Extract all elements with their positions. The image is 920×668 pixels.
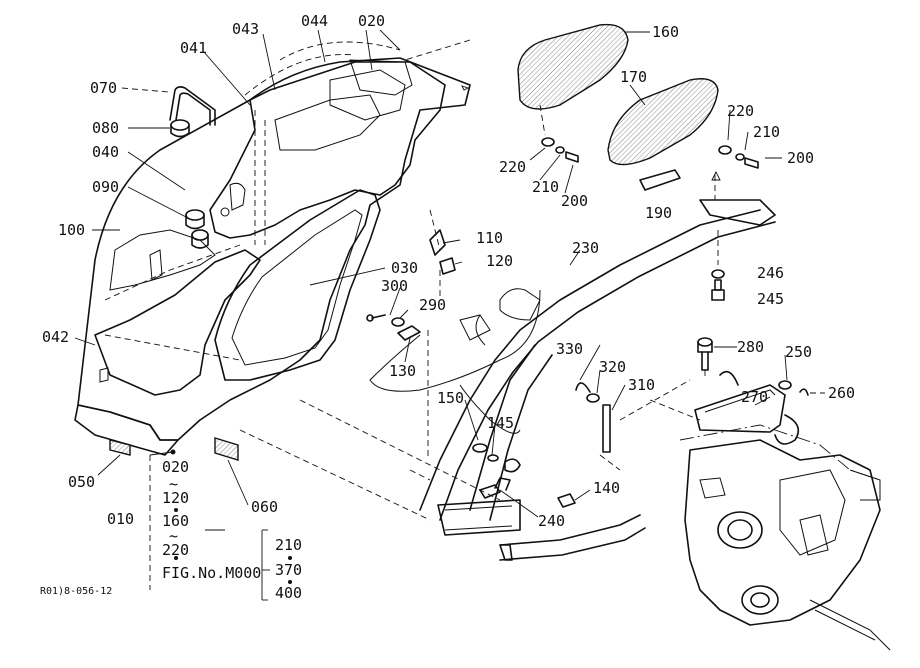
hitch-bracket	[694, 370, 809, 445]
assembly-range-tilde-2: ~	[169, 527, 178, 545]
assembly-range-end: 220	[162, 541, 189, 559]
seat-cushion	[607, 78, 719, 166]
label-041: 041	[180, 39, 207, 57]
lynch-pin-group	[575, 382, 611, 453]
label-030: 030	[391, 259, 418, 277]
label-220-left: 220	[499, 158, 526, 176]
grab-handle	[169, 86, 216, 126]
bushing-parts	[170, 119, 209, 249]
label-320: 320	[599, 358, 626, 376]
assembly-range-mid-2: 160	[162, 512, 189, 530]
label-270: 270	[741, 388, 768, 406]
label-230: 230	[572, 239, 599, 257]
seat-back-cushion	[517, 23, 629, 110]
label-200-left: 200	[561, 192, 588, 210]
label-100: 100	[58, 221, 85, 239]
label-070: 070	[90, 79, 117, 97]
cover-strips	[109, 437, 239, 461]
assembly-fig-ref: FIG.No.M000	[162, 564, 261, 582]
label-246: 246	[757, 264, 784, 282]
tractor-rear-frame	[679, 424, 891, 651]
label-150: 150	[437, 389, 464, 407]
label-240: 240	[538, 512, 565, 530]
label-010: 010	[107, 510, 134, 528]
label-210-right: 210	[753, 123, 780, 141]
label-220-right: 220	[727, 102, 754, 120]
label-250: 250	[785, 343, 812, 361]
roll-frame	[419, 199, 776, 561]
label-060: 060	[251, 498, 278, 516]
cab-fender-assembly	[74, 41, 471, 456]
assembly-range-bracket	[149, 449, 292, 601]
label-310: 310	[628, 376, 655, 394]
drawing-code: R01)8-056-12	[40, 586, 112, 597]
wire-harness	[369, 288, 541, 434]
label-145: 145	[487, 414, 514, 432]
assembly-range-mid-1: 120	[162, 489, 189, 507]
pins-and-bolts	[366, 229, 491, 341]
part-labels: 070 041 043 044 020 080 040 090 100 042 …	[40, 12, 855, 602]
label-120: 120	[486, 252, 513, 270]
label-090: 090	[92, 178, 119, 196]
leader-lines	[74, 29, 825, 531]
label-042: 042	[42, 328, 69, 346]
label-170: 170	[620, 68, 647, 86]
assembly-range-tilde-1: ~	[169, 475, 178, 493]
label-130: 130	[389, 362, 416, 380]
label-200-right: 200	[787, 149, 814, 167]
label-245: 245	[757, 290, 784, 308]
assembly-sub-b: 370	[275, 561, 302, 579]
assembly-sub-a: 210	[275, 536, 302, 554]
cushion-fasteners	[541, 137, 759, 169]
label-260: 260	[828, 384, 855, 402]
mount-bolts	[697, 269, 725, 371]
label-300: 300	[381, 277, 408, 295]
label-140: 140	[593, 479, 620, 497]
label-050: 050	[68, 473, 95, 491]
label-044: 044	[301, 12, 328, 30]
label-080: 080	[92, 119, 119, 137]
assembly-sub-c: 400	[275, 584, 302, 602]
label-280: 280	[737, 338, 764, 356]
label-110: 110	[476, 229, 503, 247]
label-043: 043	[232, 20, 259, 38]
assembly-range-start: 020	[162, 458, 189, 476]
label-210-left: 210	[532, 178, 559, 196]
label-190: 190	[645, 204, 672, 222]
label-160: 160	[652, 23, 679, 41]
label-290: 290	[419, 296, 446, 314]
seat-spacer	[639, 169, 681, 191]
frame-fasteners	[472, 443, 576, 508]
label-330: 330	[556, 340, 583, 358]
label-040: 040	[92, 143, 119, 161]
label-020: 020	[358, 12, 385, 30]
